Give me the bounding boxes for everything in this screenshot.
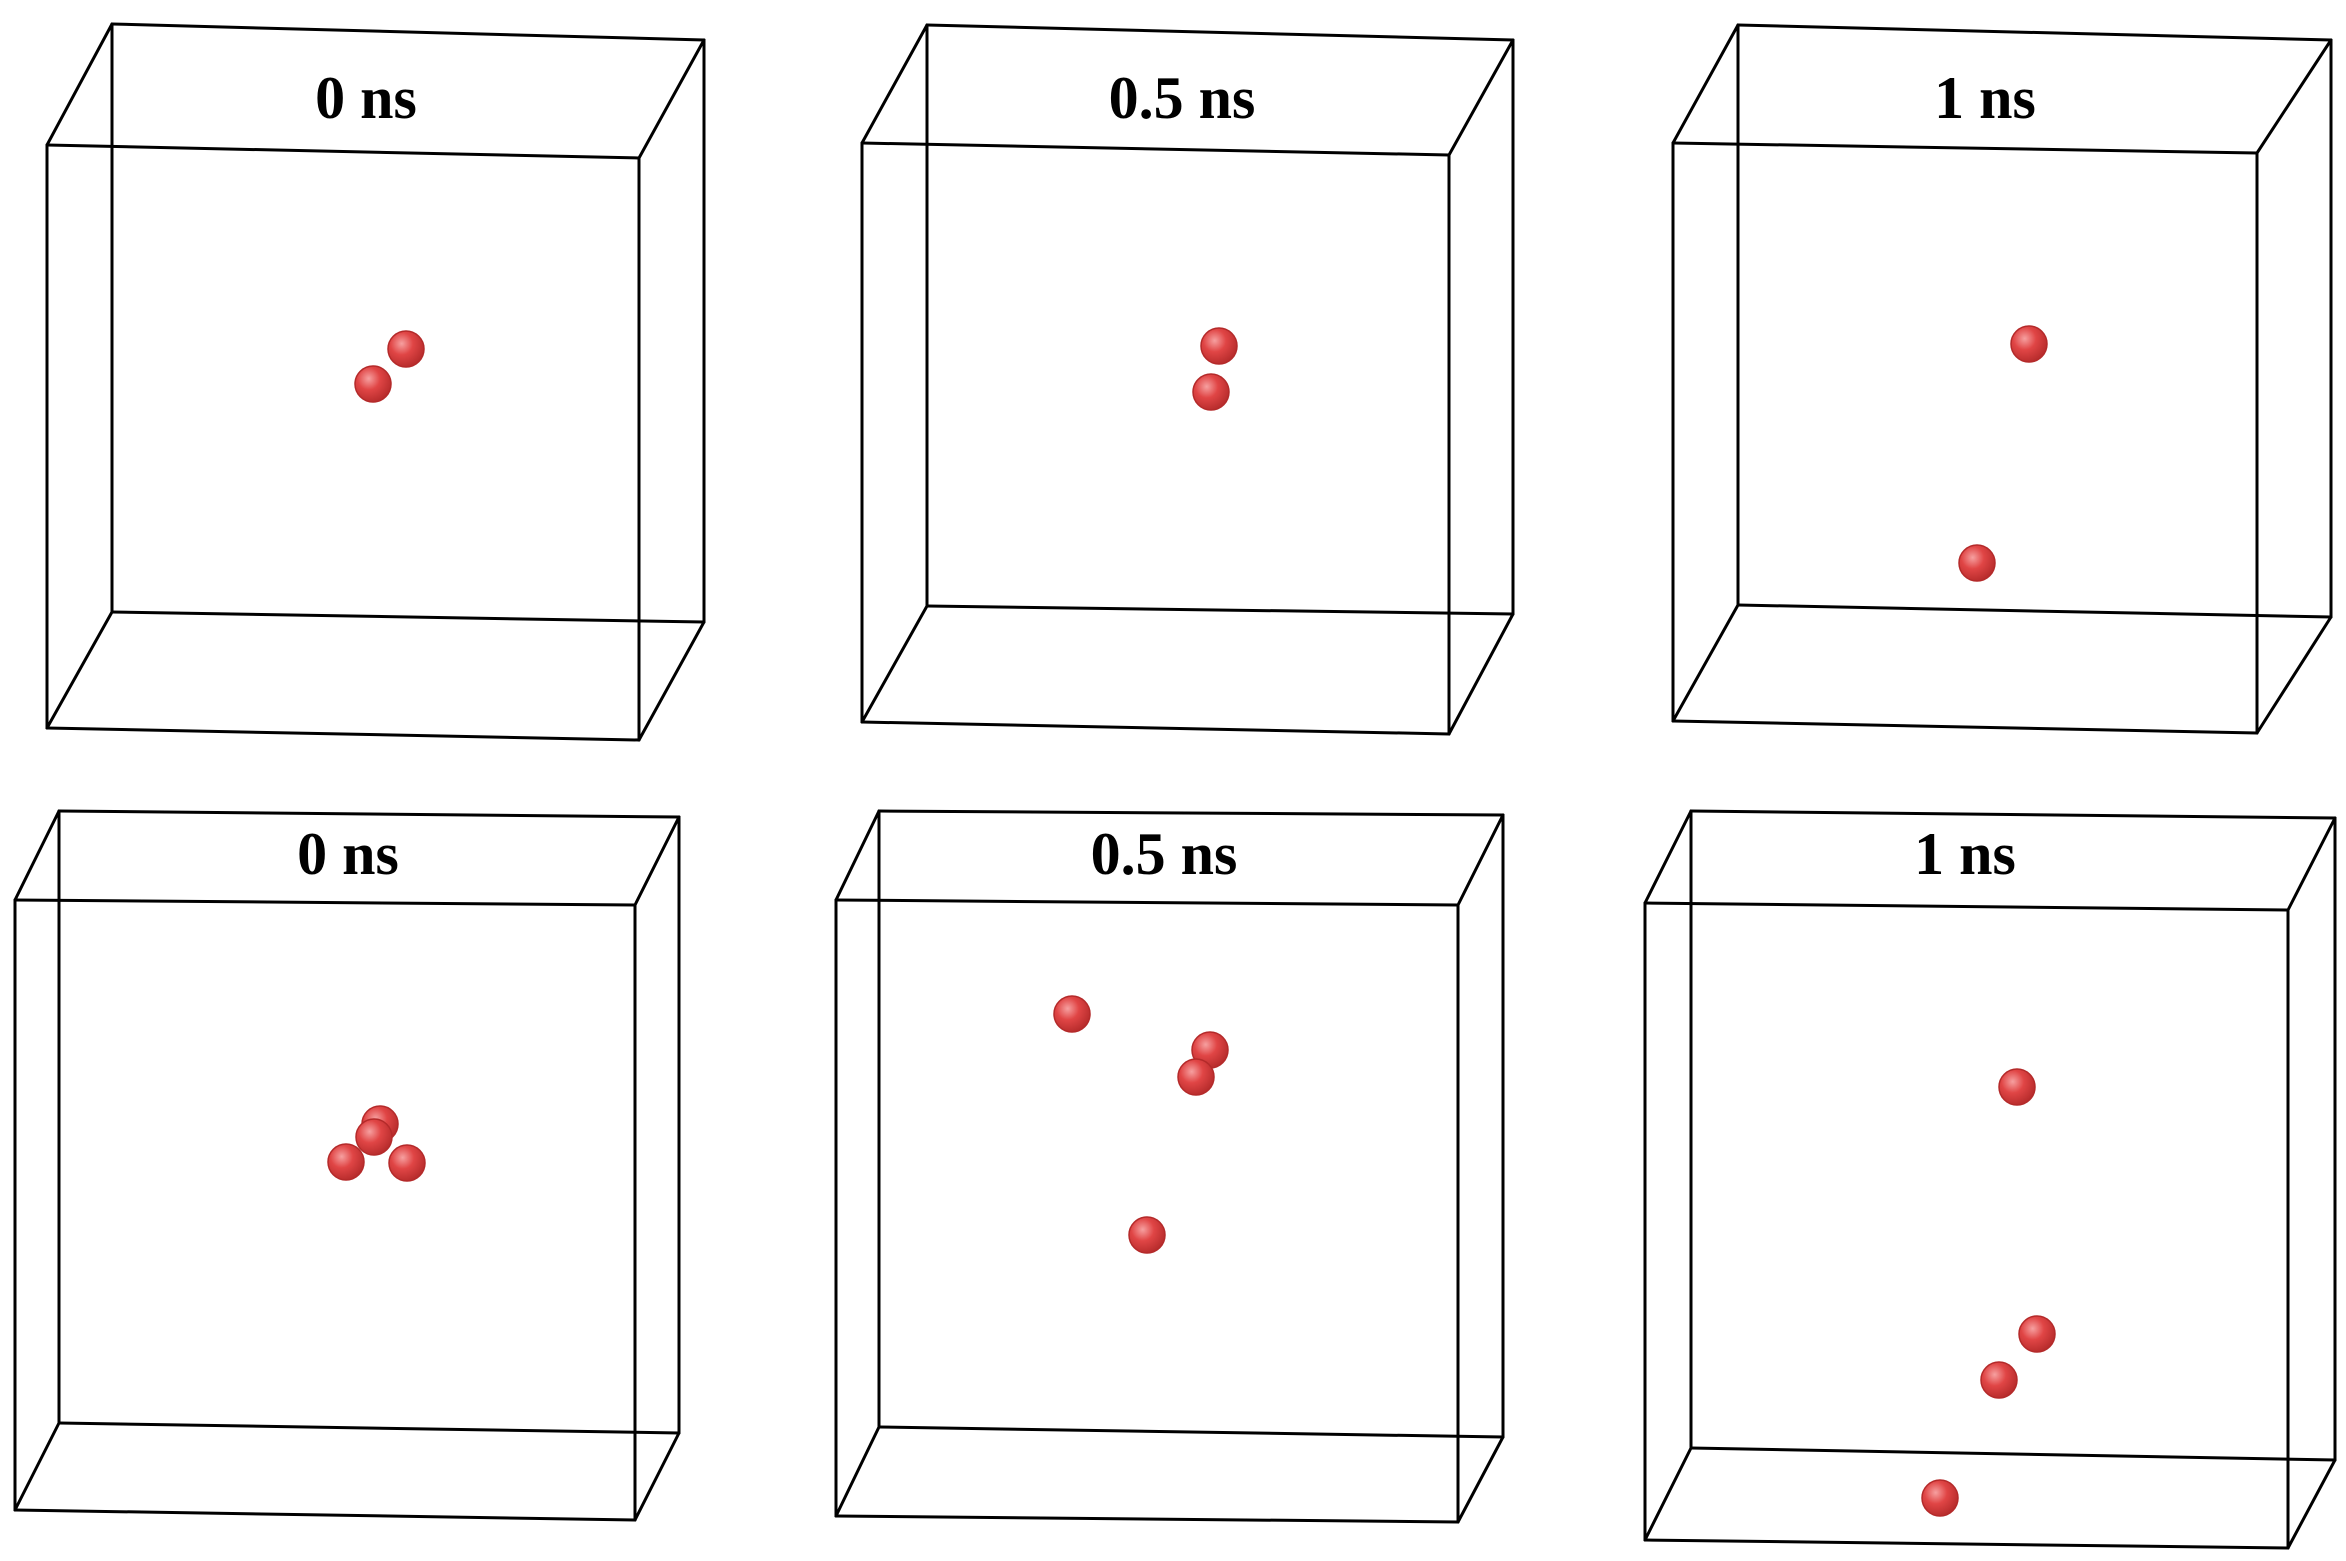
box-back-edge [877,809,1505,817]
box-back-edge [57,809,681,819]
box-back-edge [1736,23,2333,42]
box-back-edge [1689,809,2337,820]
atom-sphere [1921,1479,1959,1517]
box-depth-edge [1447,612,1515,736]
box-depth-edge [2286,1458,2337,1550]
box-front-edge [1643,901,2290,912]
atom-sphere [1200,327,1238,365]
panel-time-label: 1 ns [1934,65,2036,131]
box-depth-edge [1643,809,1693,905]
box-depth-edge [637,620,706,742]
panel-time-label: 0.5 ns [1091,821,1238,887]
panel-row2-col1: 0 ns [13,809,681,1522]
box-depth-edge [2255,615,2333,735]
atom-sphere [1958,544,1996,582]
box-depth-edge [2286,816,2337,912]
atom-sphere [387,330,425,368]
box-back-edge [1689,1446,2337,1462]
box-depth-edge [834,809,881,902]
panel-row1-col1: 0 ns [45,22,706,742]
atom-sphere [2010,325,2048,363]
box-depth-edge [45,610,114,730]
atom-sphere [327,1143,365,1181]
box-front-edge [13,898,637,907]
panel-time-label: 0 ns [297,821,399,887]
box-front-edge [45,726,641,742]
atom-sphere [1192,373,1230,411]
atom-sphere [388,1144,426,1182]
box-depth-edge [1456,1435,1505,1524]
box-depth-edge [1671,603,1740,723]
atom-sphere [2018,1315,2056,1353]
box-front-edge [860,720,1451,736]
box-front-edge [13,1508,637,1522]
box-front-edge [834,1514,1460,1524]
box-depth-edge [860,23,929,145]
box-front-edge [1671,719,2259,735]
panel-time-label: 0.5 ns [1109,65,1256,131]
box-depth-edge [633,1431,681,1522]
atom-sphere [1053,995,1091,1033]
panel-row1-col2: 0.5 ns [860,23,1515,736]
panel-time-label: 0 ns [315,65,417,131]
box-front-edge [1671,141,2259,155]
box-back-edge [925,604,1515,616]
box-depth-edge [860,604,929,724]
box-front-edge [834,898,1460,907]
box-depth-edge [1456,813,1505,907]
atom-sphere [355,1118,393,1156]
box-depth-edge [1447,38,1515,157]
box-depth-edge [13,1421,61,1512]
box-depth-edge [637,38,706,160]
box-back-edge [110,610,706,624]
box-depth-edge [1671,23,1740,145]
box-back-edge [925,23,1515,42]
box-back-edge [110,22,706,42]
panel-row2-col2: 0.5 ns [834,809,1505,1524]
atom-sphere [1177,1058,1215,1096]
box-back-edge [57,1421,681,1435]
atom-sphere [1998,1068,2036,1106]
box-depth-edge [834,1425,881,1518]
panel-time-label: 1 ns [1914,821,2016,887]
box-depth-edge [2255,38,2333,155]
box-front-edge [1643,1538,2290,1550]
atom-sphere [354,365,392,403]
box-front-edge [45,143,641,160]
box-back-edge [877,1425,1505,1439]
box-back-edge [1736,603,2333,619]
box-depth-edge [633,815,681,907]
box-depth-edge [13,809,61,902]
box-depth-edge [1643,1446,1693,1542]
panel-row1-col3: 1 ns [1671,23,2333,735]
panel-row2-col3: 1 ns [1643,809,2337,1550]
atom-sphere [1980,1361,2018,1399]
atom-sphere [1128,1216,1166,1254]
box-depth-edge [45,22,114,147]
box-front-edge [860,141,1451,157]
